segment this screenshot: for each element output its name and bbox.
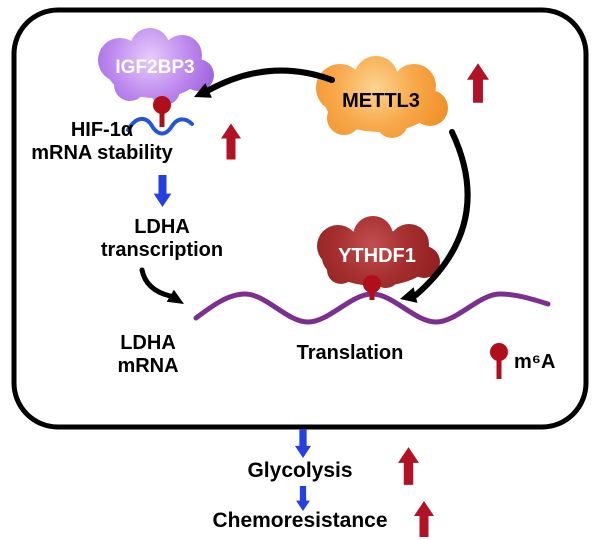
up-arrow-glycolysis [398,447,419,485]
up-arrow-chemoresistance [414,501,434,537]
ldha-mrna-line1: LDHA [120,332,176,354]
igf2bp3-blob [98,28,214,105]
m6a-mark-hif [153,96,171,127]
hif-mrna-wave [126,117,194,136]
hif-stability-label: HIF-1α mRNA stability [12,119,192,165]
glycolysis-label: Glycolysis [247,459,353,482]
arrow-mettl3-to-mrna-m6a [400,129,471,303]
m6a-legend-label: m⁶A [514,351,556,373]
arrow-mettl3-to-hif-m6a [194,67,335,98]
up-arrow-m6a-level [467,63,489,103]
m6a-legend-icon [490,343,508,379]
ldha-mrna-label: LDHA mRNA [68,332,228,378]
ldha-mrna-line2: mRNA [117,355,179,378]
m6a-mark-ldha [363,275,381,300]
down-arrow-to-chemoresistance [296,486,310,511]
mettl3-blob [316,56,448,138]
cell-boundary [11,7,589,430]
igf2bp3-label: IGF2BP3 [115,57,195,78]
up-arrow-hif-stability [221,123,241,160]
down-arrow-hif-to-ldha [153,175,172,207]
chemoresistance-label: Chemoresistance [212,509,388,532]
hif-stability-line2: mRNA stability [31,142,173,165]
ldha-transcription-label: LDHA transcription [72,216,252,262]
translation-label: Translation [296,342,404,364]
hif-stability-line1: HIF-1α [70,119,134,141]
arrow-transcription-to-mrna [139,267,184,304]
mettl3-label: METTL3 [342,90,420,112]
ythdf1-label: YTHDF1 [338,245,416,267]
ldha-transcription-line1: LDHA [134,216,190,238]
ldha-transcription-line2: transcription [100,239,224,262]
down-arrow-to-glycolysis [294,429,312,458]
